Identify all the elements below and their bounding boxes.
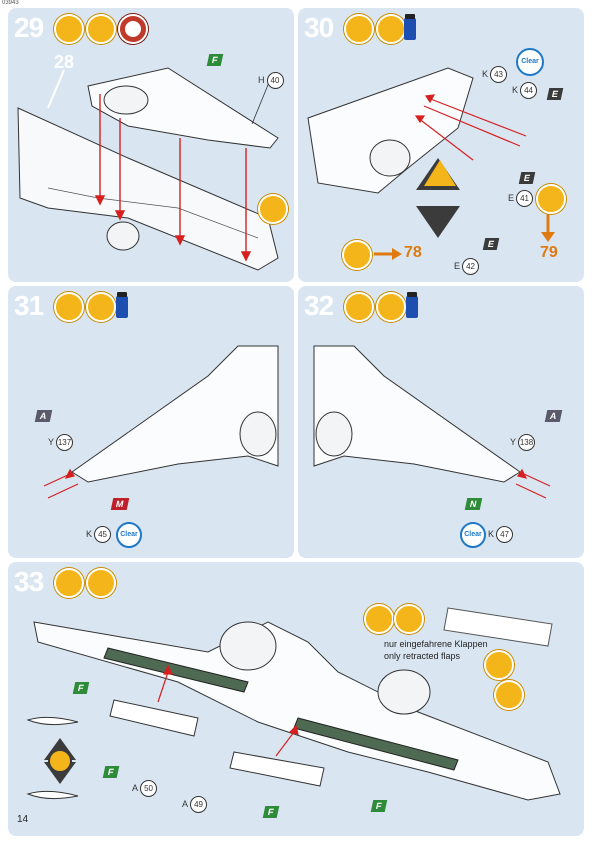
part-number: 50 [140,780,158,797]
page-number: 14 [17,814,29,825]
part-number: 42 [462,258,480,275]
clear-paint-icon: Clear [116,522,142,548]
paint-badge-a: A [34,410,52,422]
part-number: 43 [490,66,508,83]
flap-note-en: only retracted flaps [384,651,461,661]
part-number: 40 [266,72,284,89]
detail-icon [536,184,566,214]
part-letter: E [454,261,461,271]
paint-badge-e: E [546,88,564,100]
glue-icon [54,568,84,598]
paint-badge-e: E [518,172,536,184]
part-number: 138 [518,434,536,451]
part-letter: K [86,529,93,539]
glue-icon [54,292,84,322]
ref-79: 79 [540,244,558,261]
step-number: 33 [14,566,44,597]
part-letter: Y [510,437,517,447]
part-letter: E [508,193,515,203]
paint-badge-f: F [72,682,89,694]
step-33-panel: 33 nur eingefahrene Klappen only retract… [8,562,584,836]
part-letter: H [258,75,265,85]
paint-badge-f: F [102,766,119,778]
step-30-drawing [307,67,555,260]
glue-icon [344,14,374,44]
glue-icon [54,14,84,44]
flap-note-de: nur eingefahrene Klappen [384,639,488,649]
part-letter: K [488,529,495,539]
part-letter: A [132,783,139,793]
step-number: 32 [304,290,334,321]
detail-icon [364,604,394,634]
paint-badge-f: F [370,800,387,812]
glue-icon [344,292,374,322]
paint-badge-m: M [110,498,129,510]
paint-badge-a: A [544,410,562,422]
brush-icon [86,14,116,44]
paint-badge-f: F [262,806,279,818]
paint-jar-icon [406,292,418,318]
part-number: 44 [520,82,538,99]
part-letter: K [512,85,519,95]
page-code: 03943 [2,0,19,6]
part-number: 137 [56,434,74,451]
detail-icon [494,680,524,710]
brush-icon [86,568,116,598]
brush-icon [376,292,406,322]
clock-icon [118,14,148,44]
brush-icon [394,604,424,634]
step-32-drawing [313,345,551,499]
part-letter: A [182,799,189,809]
detail-icon [342,240,372,270]
ref-78: 78 [404,244,422,261]
part-number: 45 [94,526,112,543]
previous-step-ref: 28 [54,52,75,72]
flap-note: nur eingefahrene Klappen only retracted … [384,638,488,662]
part-letter: Y [48,437,55,447]
paint-badge-f: F [206,54,223,66]
brush-icon [484,650,514,680]
clear-paint-icon: Clear [460,522,486,548]
step-number: 30 [304,12,334,43]
paint-jar-icon [116,292,128,318]
brush-icon [86,292,116,322]
step-number: 29 [14,12,44,43]
step-number: 31 [14,290,44,321]
part-number: 49 [190,796,208,813]
detail-icon [258,194,288,224]
part-letter: K [482,69,489,79]
step-29-drawing [17,67,279,271]
step-31-drawing [43,345,279,499]
clear-paint-icon: Clear [516,48,544,76]
paint-badge-n: N [464,498,482,510]
paint-badge-e: E [482,238,500,250]
paint-jar-icon [404,14,416,40]
part-number: 47 [496,526,514,543]
part-number: 41 [516,190,534,207]
step-33-drawing [26,607,561,801]
